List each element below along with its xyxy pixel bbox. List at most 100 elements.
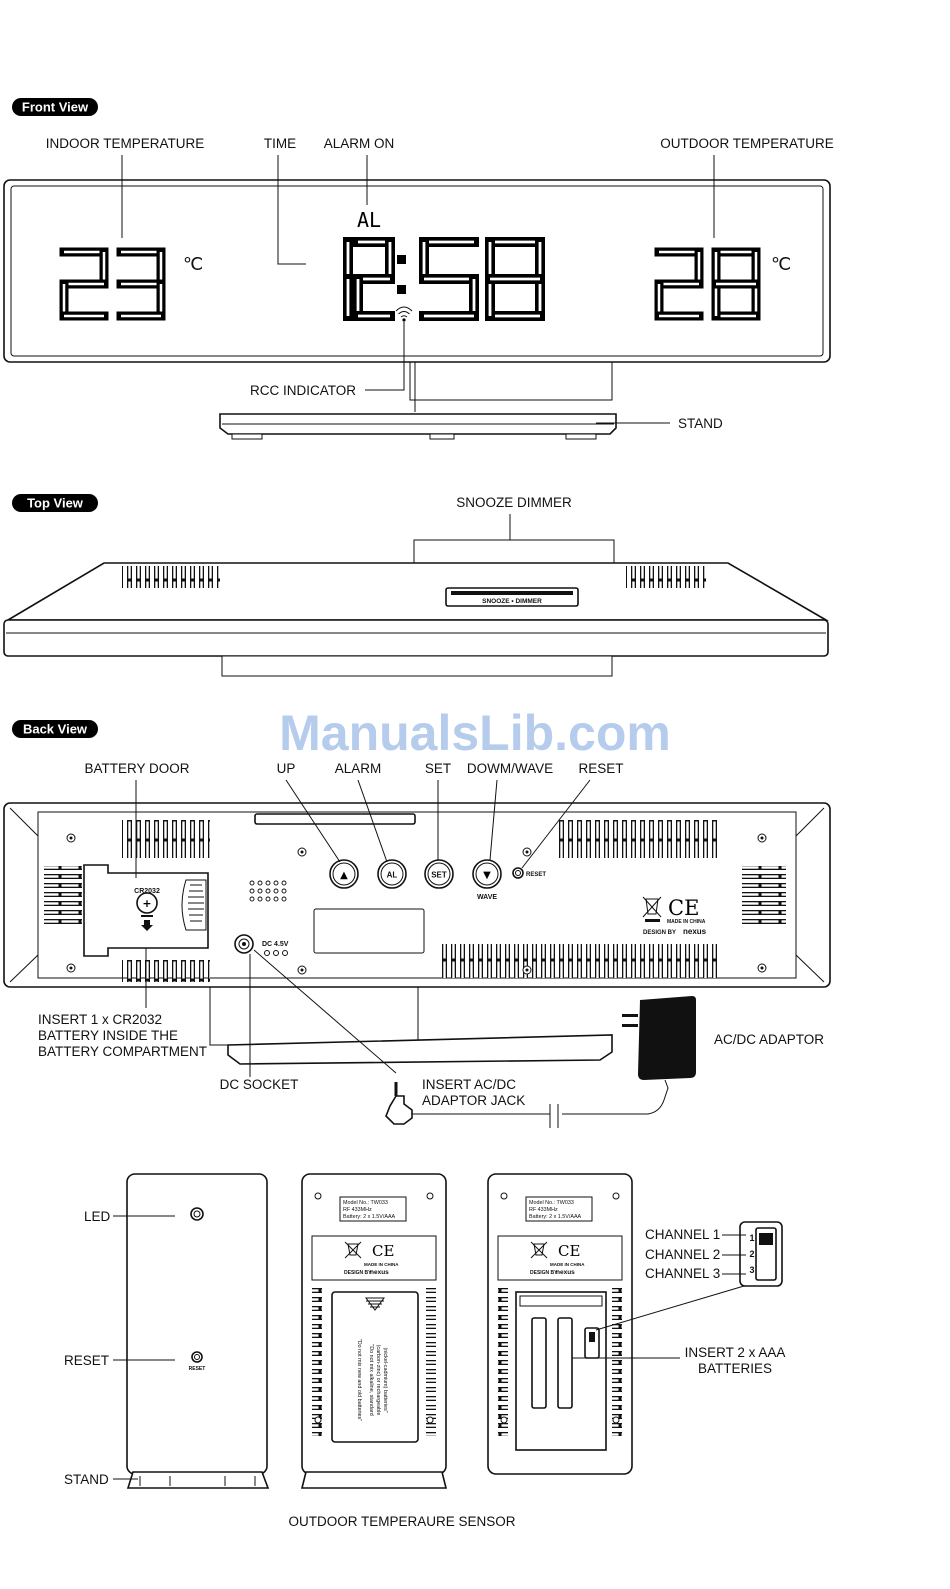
label-channel-1: CHANNEL 1 [645, 1227, 720, 1242]
label-reset: RESET [578, 761, 623, 776]
label-dc-socket: DC SOCKET [220, 1077, 299, 1092]
up-button[interactable]: ▲ [329, 859, 359, 889]
sensor-back-closed: Model No.: TW033 RF 433MHz Battery: 2 x … [300, 1173, 448, 1489]
made-in-china-sensor-1: MADE IN CHINA [364, 1262, 399, 1267]
set-button[interactable]: SET [424, 859, 454, 889]
label-insert-battery-1: INSERT 1 x CR2032 [38, 1012, 162, 1027]
speaker-holes [249, 880, 287, 902]
sensor-caption: OUTDOOR TEMPERAURE SENSOR [288, 1514, 515, 1529]
channel-num-1: 1 [749, 1233, 754, 1243]
label-snooze-dimmer: SNOOZE DIMMER [456, 495, 572, 510]
label-alarm-on: ALARM ON [324, 136, 395, 151]
label-insert-aaa-1: INSERT 2 x AAA [685, 1345, 786, 1360]
battery-door[interactable]: CR2032 + [83, 864, 209, 957]
design-by-sensor-1: DESIGN BY [344, 1270, 372, 1276]
back-vents-bottom-left [122, 960, 210, 982]
label-led: LED [84, 1209, 111, 1224]
back-vents-top-left [122, 820, 210, 858]
channel-num-3: 3 [749, 1265, 754, 1275]
brand-sensor-2: nexus [556, 1269, 575, 1276]
weee-bin-icon [642, 896, 662, 922]
top-view-title: Top View [27, 496, 84, 511]
back-snooze-slot [254, 813, 416, 825]
top-body-front [3, 619, 829, 657]
weee-bin-icon-sensor-2 [530, 1241, 548, 1259]
label-sensor-stand: STAND [64, 1472, 109, 1487]
label-indoor-temperature: INDOOR TEMPERATURE [46, 136, 205, 151]
sensor-warning-4: (nickel-cadmium) batteries" [382, 1347, 388, 1412]
back-vents-left [44, 866, 82, 926]
label-ac-dc-adaptor: AC/DC ADAPTOR [714, 1032, 824, 1047]
indoor-digit-1 [59, 247, 109, 321]
back-vents-top-right [558, 820, 718, 858]
wave-text: WAVE [477, 894, 497, 901]
design-by-sensor-2: DESIGN BY [530, 1270, 558, 1276]
top-vents-left [122, 566, 220, 588]
dc-voltage-text: DC 4.5V [262, 941, 289, 948]
back-stand-base [227, 1034, 613, 1065]
back-view-pill [12, 720, 98, 738]
rcc-signal-icon [395, 306, 413, 322]
back-vents-right [742, 866, 786, 926]
label-insert-battery-2: BATTERY INSIDE THE [38, 1028, 178, 1043]
channel-num-2: 2 [749, 1249, 754, 1259]
ce-mark: CE [668, 896, 699, 920]
ac-dc-adaptor [385, 996, 696, 1128]
indoor-unit: ℃ [183, 254, 203, 274]
sensor-model-label-2 [525, 1196, 593, 1222]
polarity-icon [264, 950, 288, 956]
back-view-section: Back View BATTERY DOOR UP ALARM SET DOWM… [3, 720, 831, 1128]
label-alarm: ALARM [335, 761, 382, 776]
sensor-model-2: Model No.: TW033 [529, 1200, 574, 1206]
label-channel-3: CHANNEL 3 [645, 1266, 720, 1281]
front-view-section: Front View INDOOR TEMPERATURE TIME ALARM… [3, 98, 834, 440]
sensor-battery-cover[interactable] [331, 1291, 419, 1443]
ce-mark-sensor-1: CE [372, 1242, 394, 1260]
sensor-warning-1: "Do not mix new and old batteries" [356, 1339, 362, 1421]
reset-button[interactable] [512, 867, 524, 879]
aaa-battery-1 [531, 1317, 547, 1409]
alarm-on-indicator: AL [357, 208, 381, 232]
label-adaptor-jack-2: ADAPTOR JACK [422, 1093, 525, 1108]
label-up: UP [277, 761, 296, 776]
sensor-battery-spec-2: Battery: 2 x 1.5V/AAA [529, 1214, 582, 1220]
label-insert-aaa-2: BATTERIES [698, 1361, 772, 1376]
label-set: SET [425, 761, 451, 776]
svg-text:+: + [142, 897, 151, 910]
aaa-battery-2 [557, 1317, 573, 1409]
cr2032-text: CR2032 [134, 888, 160, 895]
label-stand: STAND [678, 416, 723, 431]
back-view-title: Back View [23, 722, 88, 737]
sensor-back-open: Model No.: TW033 RF 433MHz Battery: 2 x … [487, 1173, 633, 1475]
alarm-button[interactable]: AL [377, 859, 407, 889]
back-vents-bottom-right [438, 944, 718, 978]
outdoor-digit-2 [711, 247, 761, 321]
brand-logo: nexus [683, 927, 707, 936]
outdoor-sensor-section: RESET LED RESET STAND Model No.: TW033 R… [64, 1173, 786, 1529]
top-stand-back [413, 539, 615, 565]
reset-text: RESET [526, 872, 546, 878]
label-battery-door: BATTERY DOOR [84, 761, 189, 776]
front-view-title: Front View [22, 100, 89, 115]
label-time: TIME [264, 136, 296, 151]
sensor-model-1: Model No.: TW033 [343, 1200, 388, 1206]
alarm-button-label: AL [387, 871, 398, 880]
sensor-rf-2: RF 433MHz [529, 1207, 558, 1213]
set-button-label: SET [431, 871, 447, 880]
sensor-front-stand [126, 1471, 270, 1489]
back-label-recess [313, 908, 425, 954]
down-arrow-icon: ▼ [483, 870, 491, 881]
lcd-digits [59, 237, 761, 321]
time-minute-digit-1 [419, 237, 479, 321]
label-sensor-reset: RESET [64, 1353, 109, 1368]
sensor-front: RESET [126, 1173, 270, 1489]
time-colon-top [397, 255, 406, 264]
made-in-china-sensor-2: MADE IN CHINA [550, 1262, 585, 1267]
dc-socket[interactable] [234, 934, 254, 954]
front-stand-post [409, 357, 613, 401]
watermark: ManualsLib.com [279, 705, 671, 761]
channel-switch-slider[interactable] [759, 1233, 773, 1245]
brand-sensor-1: nexus [370, 1269, 389, 1276]
snooze-bar-text: SNOOZE • DIMMER [482, 598, 542, 605]
down-wave-button[interactable]: ▼ [472, 859, 502, 889]
